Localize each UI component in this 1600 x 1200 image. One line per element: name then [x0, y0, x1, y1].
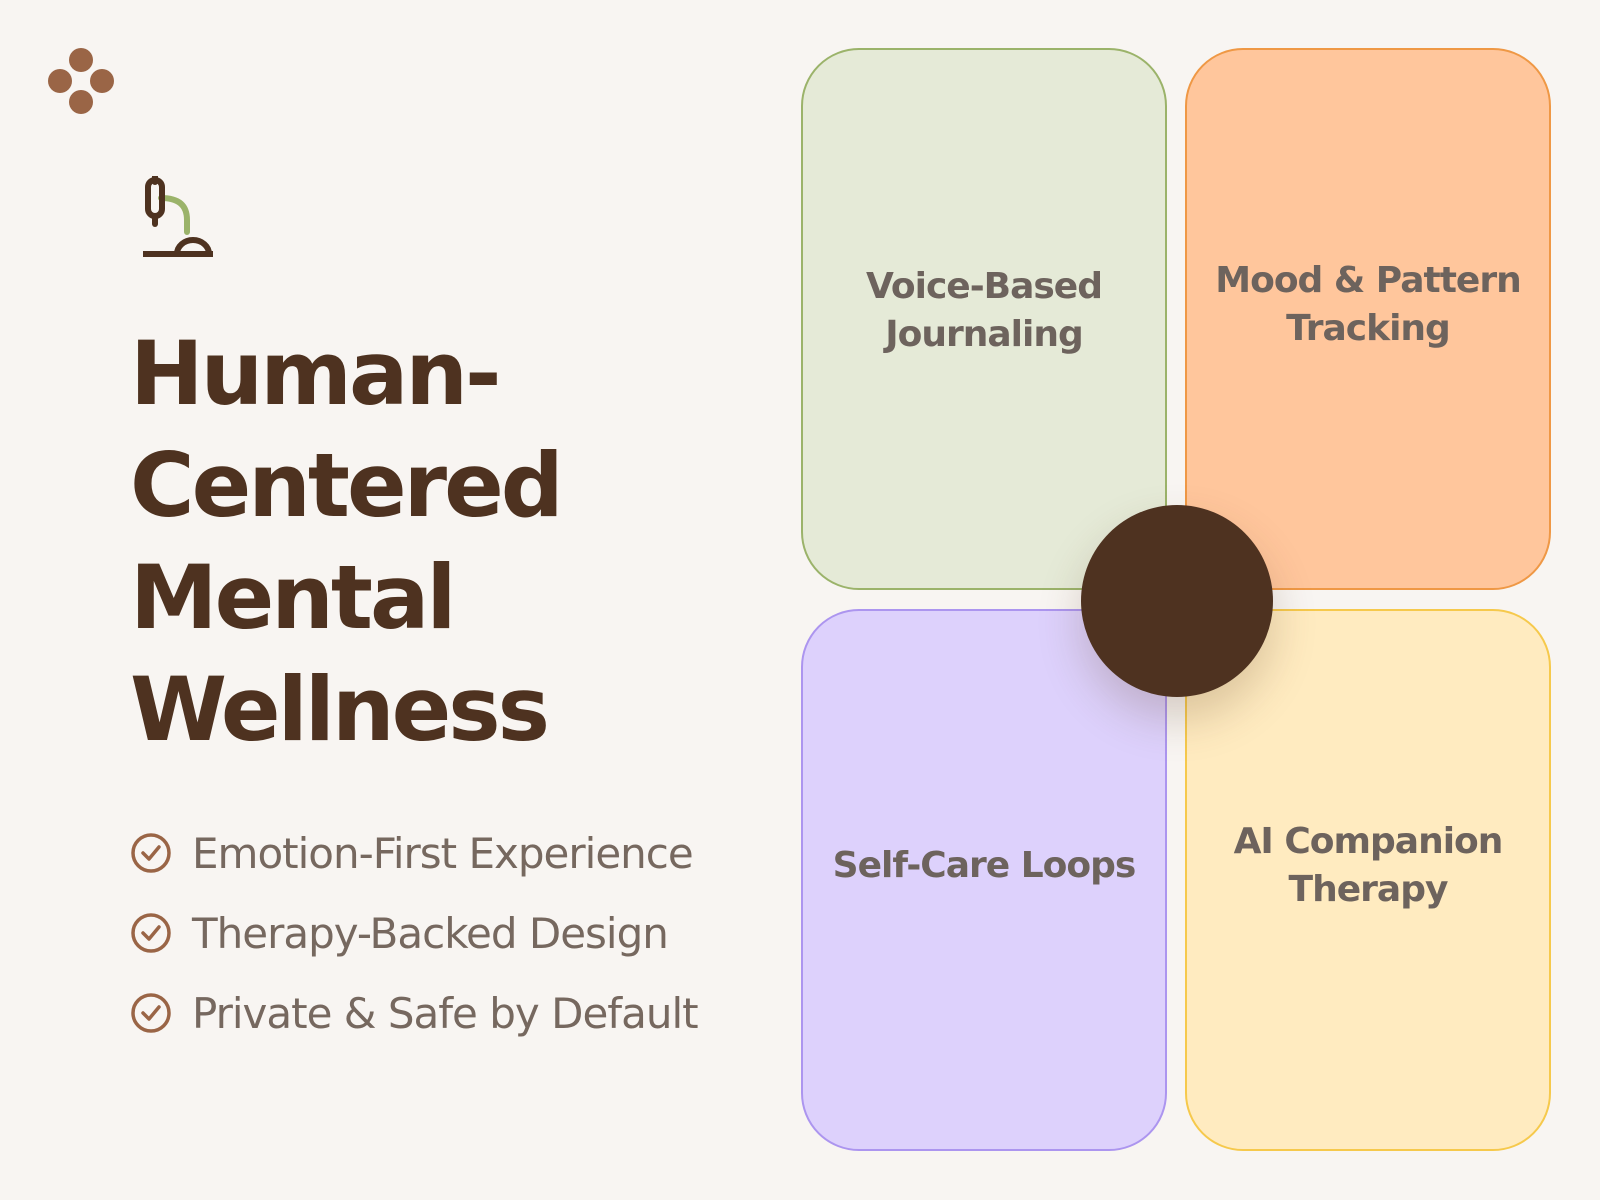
feature-label: Therapy-Backed Design	[192, 908, 669, 958]
card-label: Self-Care Loops	[832, 845, 1137, 886]
card-self-care-loops: Self-Care Loops	[801, 609, 1167, 1151]
page-title: Human-Centered Mental Wellness	[130, 322, 564, 761]
list-item: Emotion-First Experience	[130, 813, 698, 893]
card-label: Voice-Based Journaling	[865, 266, 1103, 355]
microscope-icon	[143, 176, 213, 257]
check-circle-icon	[131, 833, 171, 873]
feature-label: Emotion-First Experience	[192, 828, 694, 878]
check-circle-icon	[131, 993, 171, 1033]
card-voice-based-journaling: Voice-Based Journaling	[801, 48, 1167, 590]
center-circle	[1081, 505, 1273, 697]
feature-list: Emotion-First Experience Therapy-Backed …	[130, 813, 699, 1053]
feature-label: Private & Safe by Default	[192, 988, 699, 1038]
list-item: Therapy-Backed Design	[130, 893, 698, 973]
list-item: Private & Safe by Default	[130, 973, 699, 1053]
check-circle-icon	[131, 913, 171, 953]
card-ai-companion-therapy: AI Companion Therapy	[1185, 609, 1551, 1151]
card-label: AI Companion Therapy	[1233, 821, 1504, 910]
card-label: Mood & Pattern Tracking	[1215, 260, 1521, 349]
card-mood-pattern-tracking: Mood & Pattern Tracking	[1185, 48, 1551, 590]
four-dot-flower-icon	[48, 48, 114, 114]
